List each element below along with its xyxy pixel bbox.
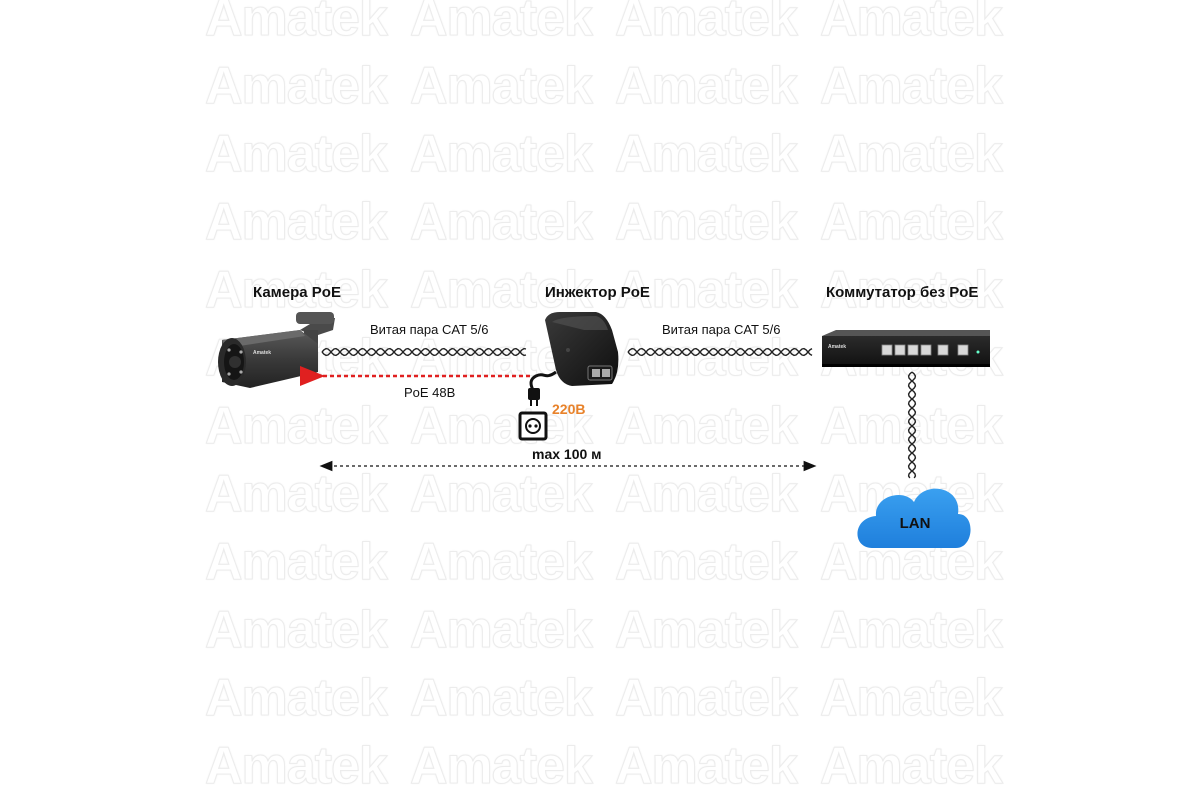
camera-icon xyxy=(218,312,335,388)
cable-left-label: Витая пара CAT 5/6 xyxy=(370,322,489,337)
twisted-pair-left xyxy=(321,347,527,357)
lan-label: LAN xyxy=(900,515,931,532)
cable-right-label: Витая пара CAT 5/6 xyxy=(662,322,781,337)
poe-voltage-label: PoE 48В xyxy=(404,385,456,400)
injector-label: Инжектор PoE xyxy=(545,284,650,301)
switch-brand: Amatek xyxy=(828,344,846,350)
switch-icon: Amatek xyxy=(822,330,990,367)
switch-ports xyxy=(881,344,969,356)
power-cord xyxy=(528,370,557,406)
camera-label: Камера PoE xyxy=(253,284,341,301)
camera-brand: Amatek xyxy=(253,350,272,356)
switch-label: Коммутатор без PoE xyxy=(826,284,979,301)
twisted-pair-right xyxy=(627,347,813,357)
mains-voltage-label: 220В xyxy=(552,401,586,417)
twisted-pair-lan xyxy=(907,371,917,479)
distance-label: max 100 м xyxy=(532,446,602,462)
lan-cloud-icon: LAN xyxy=(857,488,971,548)
power-outlet-icon xyxy=(518,411,548,441)
injector-icon xyxy=(545,312,619,386)
